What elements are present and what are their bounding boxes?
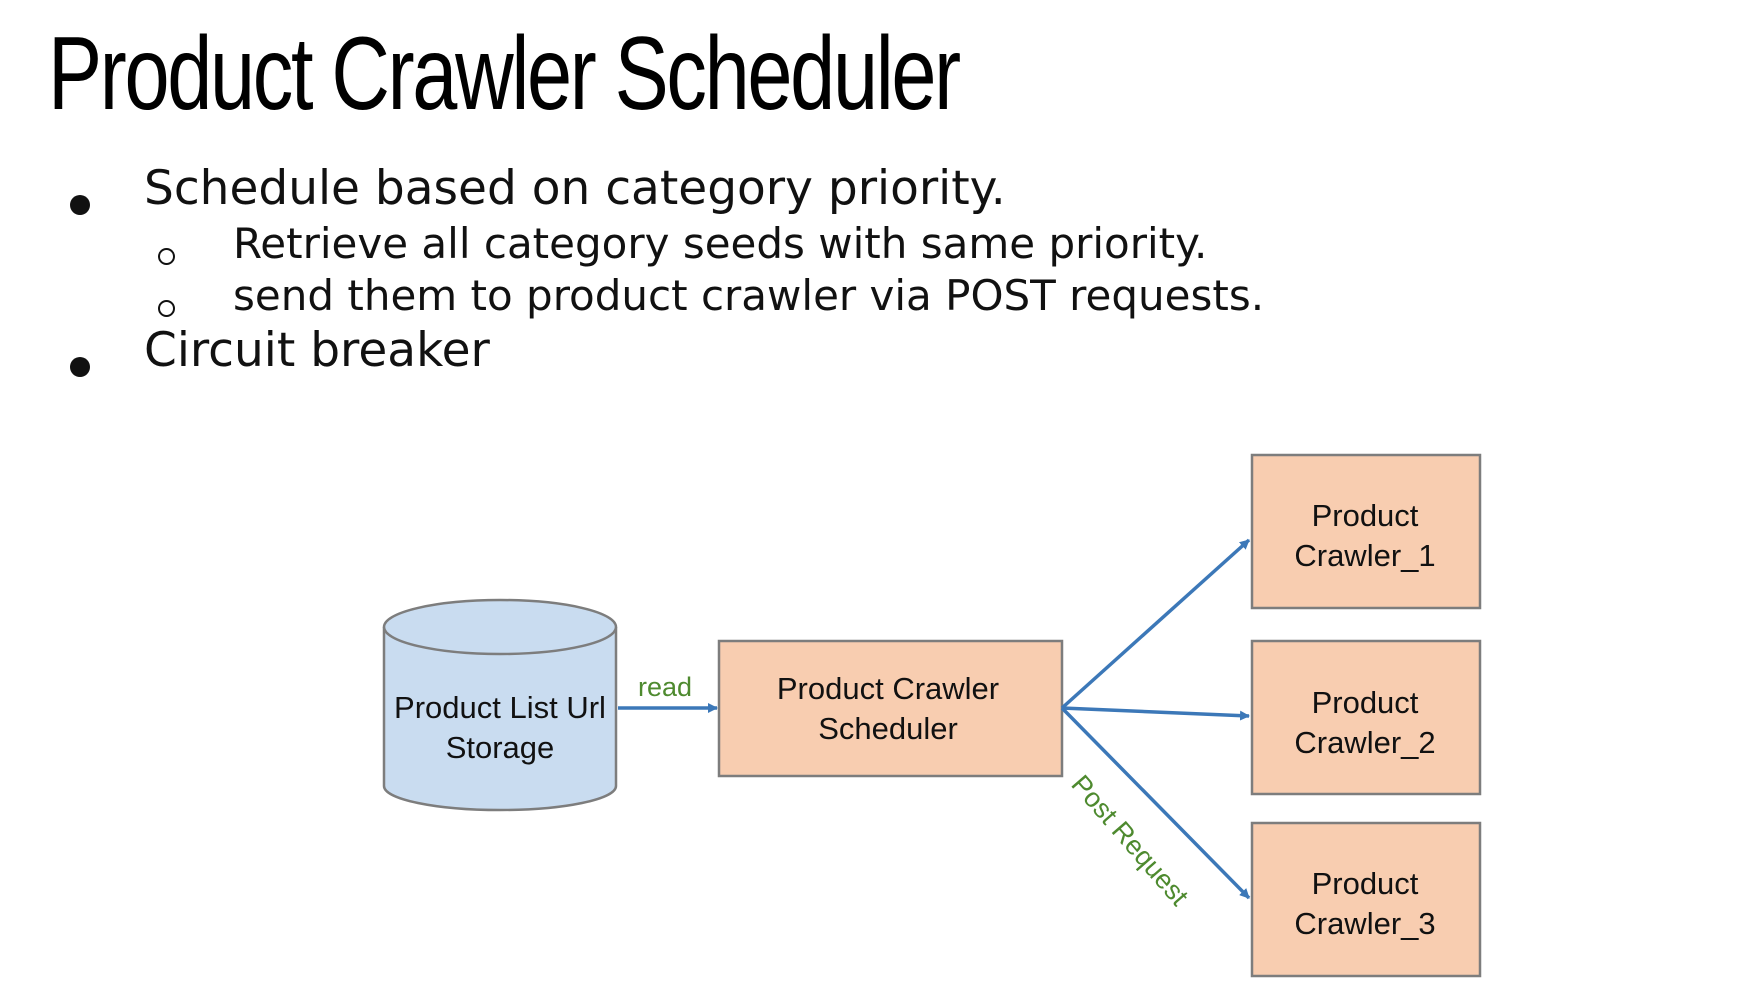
crawler-label-line2: Crawler_1 [1294,538,1435,573]
bullet-text: send them to product crawler via POST re… [233,271,1265,320]
hollow-bullet-icon [158,300,175,317]
read-edge-label: read [638,672,692,702]
crawler-box [1250,821,1482,978]
post-request-edge-label: Post Request [1065,769,1194,911]
storage-label-line2: Storage [446,730,555,765]
crawler-label-line1: Product [1312,685,1419,720]
crawler-label-line1: Product [1312,498,1419,533]
scheduler-label-line2: Scheduler [818,711,958,746]
bullet-text: Retrieve all category seeds with same pr… [233,219,1208,268]
crawler-node-2: Product Crawler_2 [1250,639,1482,796]
filled-bullet-icon [70,195,90,215]
post-arrow-crawler-1 [1060,538,1251,710]
storage-cylinder-body [382,627,618,812]
crawler-box [1250,639,1482,796]
crawler-node-1: Product Crawler_1 [1250,453,1482,610]
storage-cylinder-top [382,598,618,656]
bullet-text: Circuit breaker [144,323,490,378]
crawler-label-line2: Crawler_3 [1294,906,1435,941]
scheduler-node: Product Crawler Scheduler [717,639,1064,778]
storage-label-line1: Product List Url [394,690,606,725]
post-arrow-crawler-2 [1061,706,1250,721]
crawler-label-line1: Product [1312,866,1419,901]
scheduler-box [717,639,1064,778]
hollow-bullet-icon [158,248,175,265]
post-arrow-crawler-3 [1060,706,1251,900]
crawler-node-3: Product Crawler_3 [1250,821,1482,978]
crawler-box [1250,453,1482,610]
storage-node: Product List Url Storage [382,598,618,812]
filled-bullet-icon [70,357,90,377]
bullet-text: Schedule based on category priority. [144,161,1006,216]
scheduler-label-line1: Product Crawler [777,671,999,706]
crawler-label-line2: Crawler_2 [1294,725,1435,760]
slide-title: Product Crawler Scheduler [48,16,961,132]
